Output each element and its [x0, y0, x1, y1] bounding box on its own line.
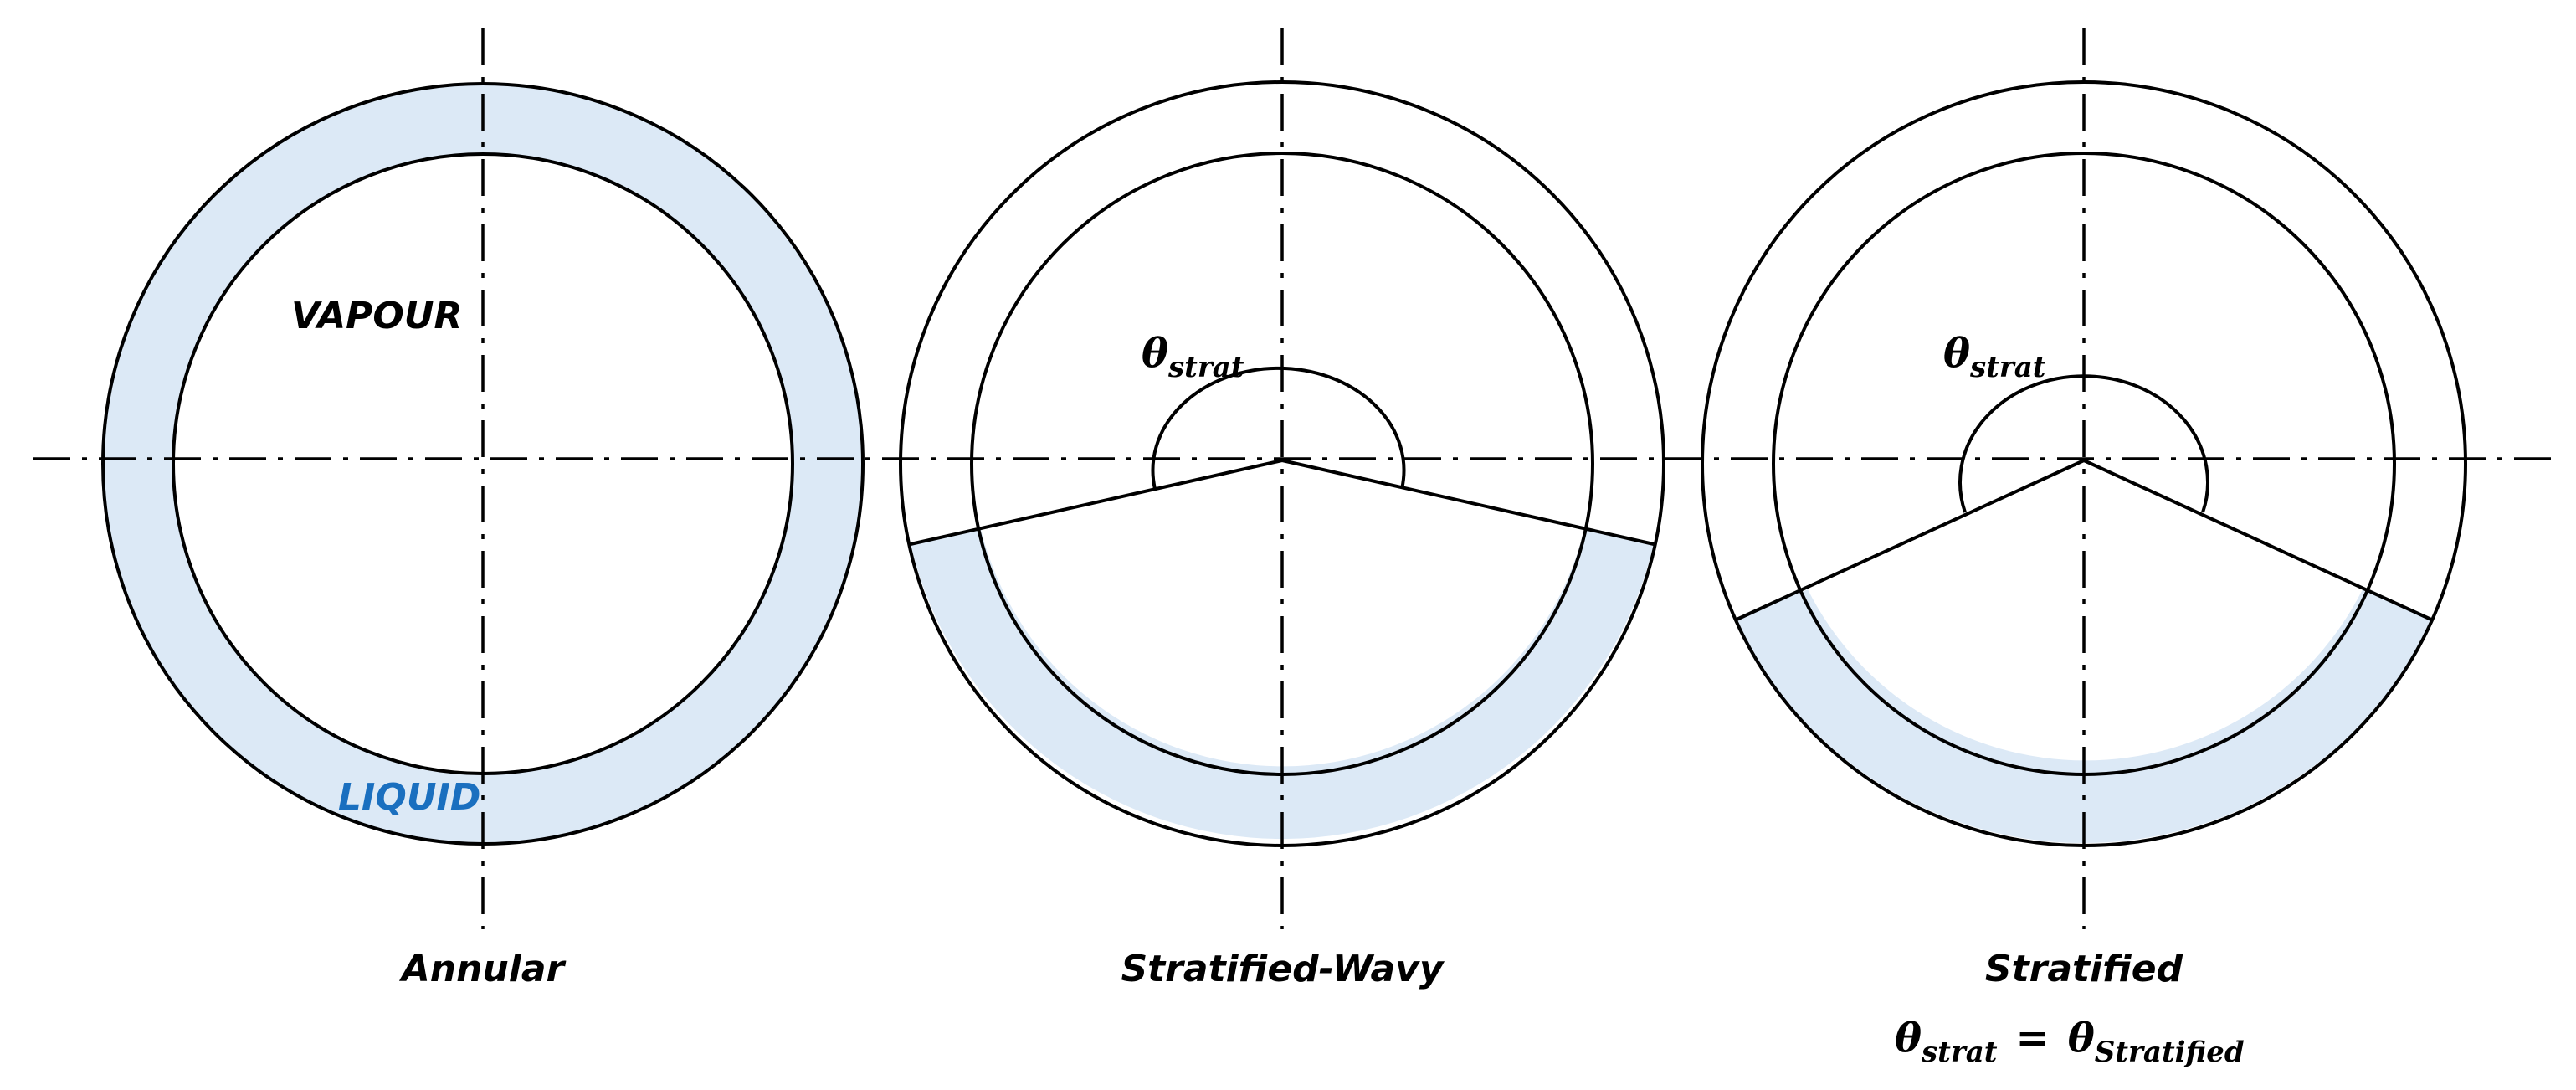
stratified-wavy-regime: [899, 28, 1665, 929]
stratified-wavy-interface-left: [910, 459, 1283, 546]
equation-subscript-stratified: Stratified: [2095, 1036, 2245, 1069]
stratified-regime: [1701, 28, 2467, 929]
stratified-theta-label: θstrat: [1943, 330, 2046, 384]
annular-liquid-film: [103, 84, 863, 844]
equation-theta-right: θ: [2068, 1015, 2095, 1062]
equation-subscript-strat: strat: [1921, 1036, 1998, 1069]
liquid-label: LIQUID: [338, 776, 480, 819]
equation-theta-left: θ: [1895, 1015, 1922, 1062]
stratified-equation: θstrat=θStratified: [1895, 1015, 2245, 1069]
theta-symbol: θ: [1943, 330, 1970, 377]
equation-equals: =: [2016, 1015, 2050, 1062]
stratified-liquid-layer: [1737, 589, 2431, 844]
annular-regime: [101, 28, 865, 929]
theta-symbol: θ: [1142, 330, 1168, 377]
stratified-wavy-angle-arc: [1151, 366, 1406, 490]
theta-subscript: strat: [1167, 351, 1244, 384]
theta-subscript: strat: [1969, 351, 2046, 384]
stratified-wavy-liquid-layer: [911, 529, 1654, 840]
vapour-label: VAPOUR: [291, 295, 462, 337]
stratified-wavy-interface-right: [1281, 459, 1655, 546]
annular-caption: Annular: [399, 948, 567, 990]
stratified-interface-left: [1736, 459, 2085, 621]
stratified-wavy-theta-label: θstrat: [1142, 330, 1244, 384]
stratified-interface-right: [2083, 459, 2432, 621]
stratified-caption: Stratified: [1985, 948, 2183, 990]
stratified-wavy-caption: Stratified-Wavy: [1121, 948, 1445, 990]
